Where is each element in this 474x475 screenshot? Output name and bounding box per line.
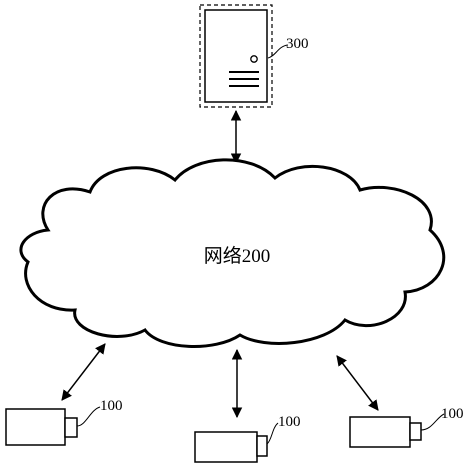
camera-lens xyxy=(64,417,78,438)
camera-right-arrow xyxy=(336,355,379,411)
camera-middle: 100 xyxy=(194,414,301,463)
camera-body xyxy=(349,416,411,448)
cloud-outline xyxy=(19,158,446,348)
server: 300 xyxy=(199,4,309,108)
camera-leader-line xyxy=(420,413,445,431)
network-cloud: 网络200 xyxy=(19,158,446,348)
camera-body xyxy=(5,408,66,446)
camera-left: 100 xyxy=(5,398,123,446)
camera-left-arrow xyxy=(61,343,106,401)
camera-body xyxy=(194,431,258,463)
network-label: 网络200 xyxy=(204,245,271,267)
camera-right-label: 100 xyxy=(441,406,464,422)
server-power-icon xyxy=(250,55,258,63)
camera-right: 100 xyxy=(349,406,464,448)
server-label: 300 xyxy=(286,36,309,52)
camera-middle-label: 100 xyxy=(278,414,301,430)
server-leader-line xyxy=(267,44,289,59)
camera-leader-line xyxy=(76,406,101,427)
camera-lens xyxy=(256,435,268,457)
camera-leader-line xyxy=(266,422,279,445)
camera-left-label: 100 xyxy=(100,398,123,414)
server-body xyxy=(204,9,268,103)
camera-lens xyxy=(409,422,422,441)
